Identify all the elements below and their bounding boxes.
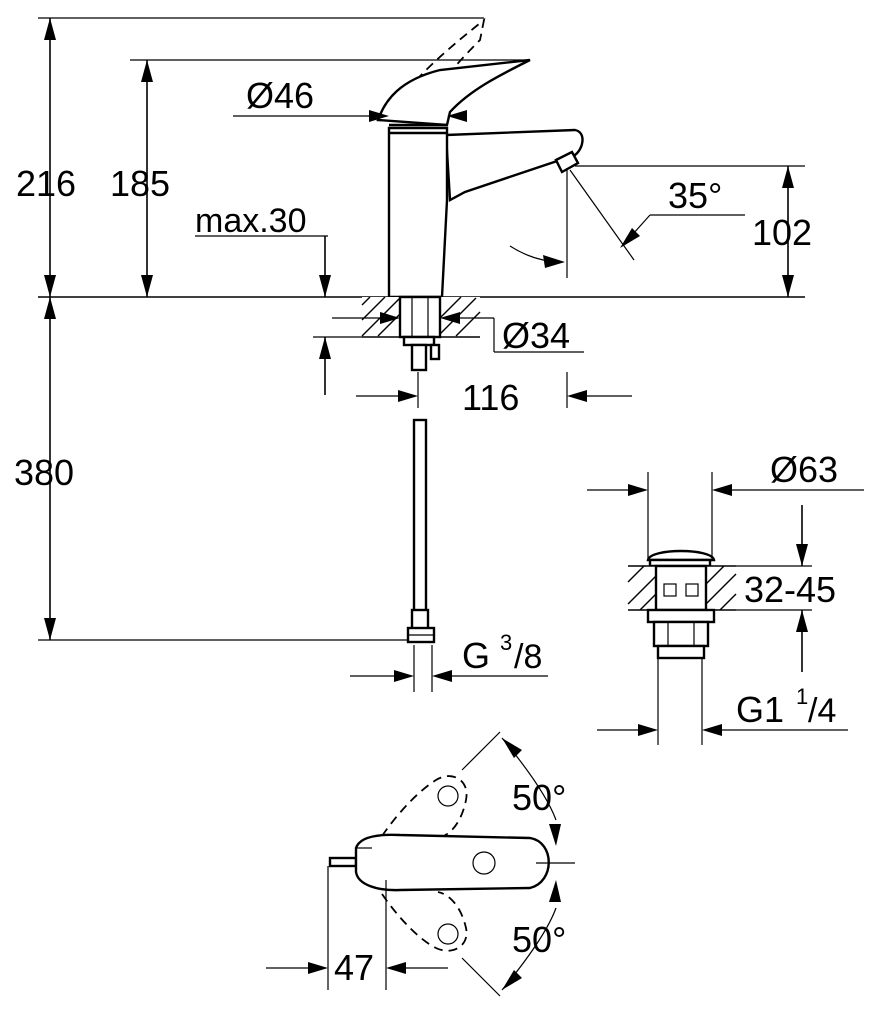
- label-diameter-46: Ø46: [246, 75, 314, 116]
- aerator: [554, 150, 580, 174]
- label-185: 185: [110, 163, 170, 204]
- faucet-body: [387, 126, 449, 299]
- label-47: 47: [334, 947, 374, 988]
- label-216: 216: [16, 163, 76, 204]
- label-diameter-63: Ø63: [770, 449, 838, 490]
- label-angle-35: 35°: [668, 175, 722, 216]
- supply-hose: [406, 418, 436, 644]
- label-380: 380: [14, 452, 74, 493]
- label-thread-sup: 1: [796, 684, 808, 709]
- label-diameter-34: Ø34: [502, 315, 570, 356]
- label-max30: max.30: [195, 202, 307, 240]
- label-connection-sup: 3: [500, 630, 512, 655]
- lever-top-view: [328, 775, 550, 952]
- deck-section: [361, 295, 481, 372]
- label-angle-50-up: 50°: [512, 777, 566, 818]
- faucet-side-view: [376, 17, 584, 299]
- label-32-45: 32-45: [744, 569, 836, 610]
- label-102: 102: [752, 212, 812, 253]
- pop-up-waste: [627, 549, 737, 660]
- label-angle-50-down: 50°: [512, 919, 566, 960]
- label-116: 116: [462, 377, 519, 418]
- label-thread-g1: G1: [736, 689, 784, 730]
- label-connection-g: G: [462, 635, 490, 676]
- label-connection-sub: /8: [514, 638, 542, 676]
- spout: [444, 128, 584, 202]
- label-thread-sub: /4: [808, 692, 836, 730]
